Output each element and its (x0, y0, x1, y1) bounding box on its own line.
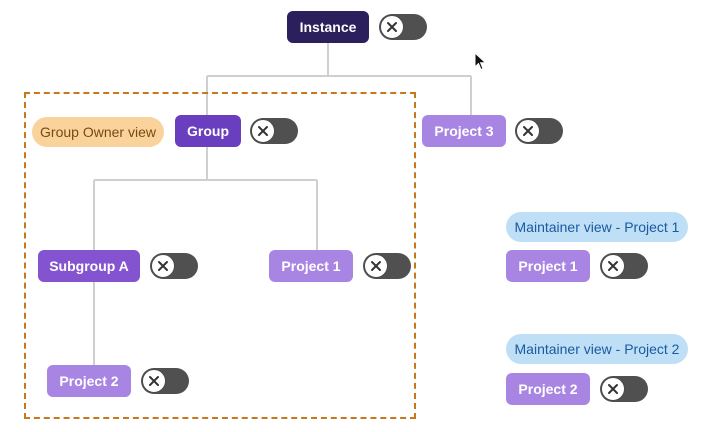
close-icon (151, 254, 175, 278)
toggle-instance[interactable] (379, 14, 427, 40)
toggle-project2[interactable] (141, 368, 189, 394)
close-icon (142, 369, 166, 393)
maintainer-view-project1-label: Maintainer view - Project 1 (506, 212, 688, 242)
node-group[interactable]: Group (175, 115, 241, 147)
close-icon (601, 254, 625, 278)
node-project3[interactable]: Project 3 (422, 115, 506, 147)
toggle-maint-project1[interactable] (600, 253, 648, 279)
toggle-maint-project2[interactable] (600, 376, 648, 402)
close-icon (251, 119, 275, 143)
node-instance[interactable]: Instance (287, 11, 369, 43)
close-icon (380, 15, 404, 39)
node-subgroup-a[interactable]: Subgroup A (38, 250, 140, 282)
toggle-project1[interactable] (363, 253, 411, 279)
maint-node-project1[interactable]: Project 1 (506, 250, 590, 282)
toggle-project3[interactable] (515, 118, 563, 144)
toggle-group[interactable] (250, 118, 298, 144)
close-icon (601, 377, 625, 401)
close-icon (516, 119, 540, 143)
group-owner-scope-box (24, 92, 416, 419)
maint-node-project2[interactable]: Project 2 (506, 373, 590, 405)
node-project2[interactable]: Project 2 (47, 365, 131, 397)
maintainer-view-project2-label: Maintainer view - Project 2 (506, 334, 688, 364)
group-owner-view-label: Group Owner view (32, 117, 164, 147)
node-project1[interactable]: Project 1 (269, 250, 353, 282)
close-icon (364, 254, 388, 278)
mouse-pointer-icon (474, 52, 487, 71)
toggle-subgroup-a[interactable] (150, 253, 198, 279)
